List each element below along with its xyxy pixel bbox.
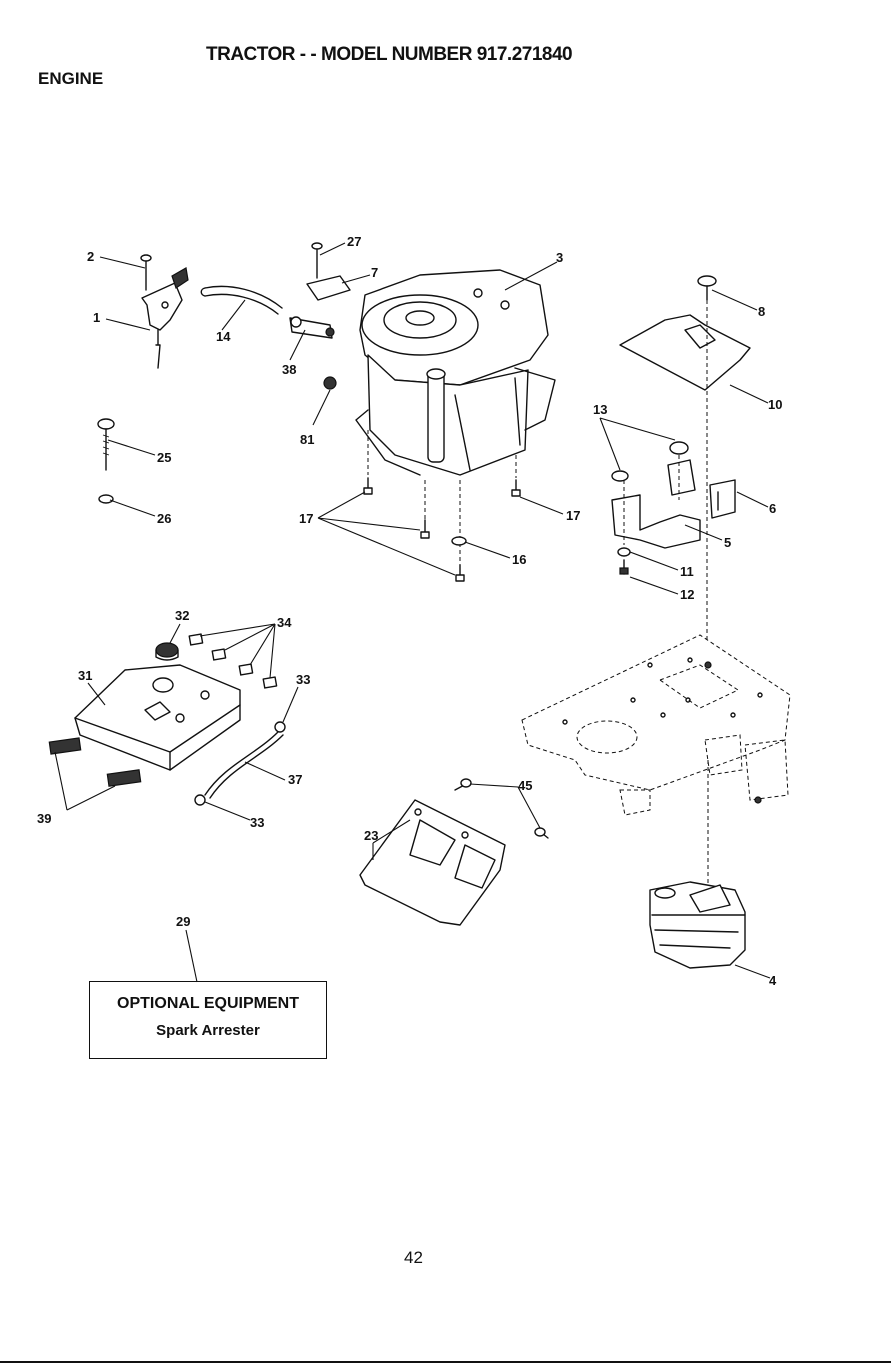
callout-25: 25 bbox=[157, 450, 171, 465]
frame-plate bbox=[522, 635, 790, 890]
callout-29: 29 bbox=[176, 914, 190, 929]
shield-part-10 bbox=[620, 315, 750, 390]
fuel-fittings bbox=[290, 243, 350, 338]
callout-27: 27 bbox=[347, 234, 361, 249]
muffler-part-4 bbox=[650, 882, 745, 968]
throttle-control-assembly bbox=[141, 255, 188, 368]
callout-33-bottom: 33 bbox=[250, 815, 264, 830]
callout-17-left: 17 bbox=[299, 511, 313, 526]
callout-34: 34 bbox=[277, 615, 292, 630]
callout-81: 81 bbox=[300, 432, 314, 447]
callout-1: 1 bbox=[93, 310, 100, 325]
callout-26: 26 bbox=[157, 511, 171, 526]
callout-11: 11 bbox=[680, 564, 694, 579]
callout-38: 38 bbox=[282, 362, 296, 377]
callout-8: 8 bbox=[758, 304, 765, 319]
bolt-part-25 bbox=[98, 419, 114, 470]
callout-5: 5 bbox=[724, 535, 731, 550]
callout-31: 31 bbox=[78, 668, 92, 683]
washer-part-26 bbox=[99, 495, 113, 503]
nut-part-81 bbox=[324, 377, 336, 389]
callout-7: 7 bbox=[371, 265, 378, 280]
optional-equipment-title: OPTIONAL EQUIPMENT bbox=[90, 995, 326, 1013]
engine-part-3 bbox=[356, 270, 555, 475]
bolt-part-8 bbox=[698, 276, 716, 300]
deflector-part-23 bbox=[360, 800, 505, 925]
page-number: 42 bbox=[404, 1248, 423, 1268]
callout-37: 37 bbox=[288, 772, 302, 787]
cap-part-32 bbox=[156, 643, 178, 660]
callout-33-top: 33 bbox=[296, 672, 310, 687]
callout-6: 6 bbox=[769, 501, 776, 516]
callout-14: 14 bbox=[216, 329, 231, 344]
callout-4: 4 bbox=[769, 973, 777, 988]
callout-13: 13 bbox=[593, 402, 607, 417]
callout-10: 10 bbox=[768, 397, 782, 412]
callout-17-right: 17 bbox=[566, 508, 580, 523]
washer-part-16 bbox=[452, 537, 466, 545]
bottom-border bbox=[0, 1361, 891, 1363]
callout-39: 39 bbox=[37, 811, 51, 826]
callout-12: 12 bbox=[680, 587, 694, 602]
callout-16: 16 bbox=[512, 552, 526, 567]
optional-equipment-item: Spark Arrester bbox=[90, 1022, 326, 1039]
cable-part-14 bbox=[201, 286, 282, 314]
callout-23: 23 bbox=[364, 828, 378, 843]
callout-3: 3 bbox=[556, 250, 563, 265]
spark-arrester-part-31 bbox=[75, 665, 240, 770]
bracket-group-part-5 bbox=[612, 442, 735, 574]
optional-equipment-box: OPTIONAL EQUIPMENT Spark Arrester bbox=[89, 981, 327, 1059]
callout-45: 45 bbox=[518, 778, 532, 793]
callout-2: 2 bbox=[87, 249, 94, 264]
callout-32: 32 bbox=[175, 608, 189, 623]
